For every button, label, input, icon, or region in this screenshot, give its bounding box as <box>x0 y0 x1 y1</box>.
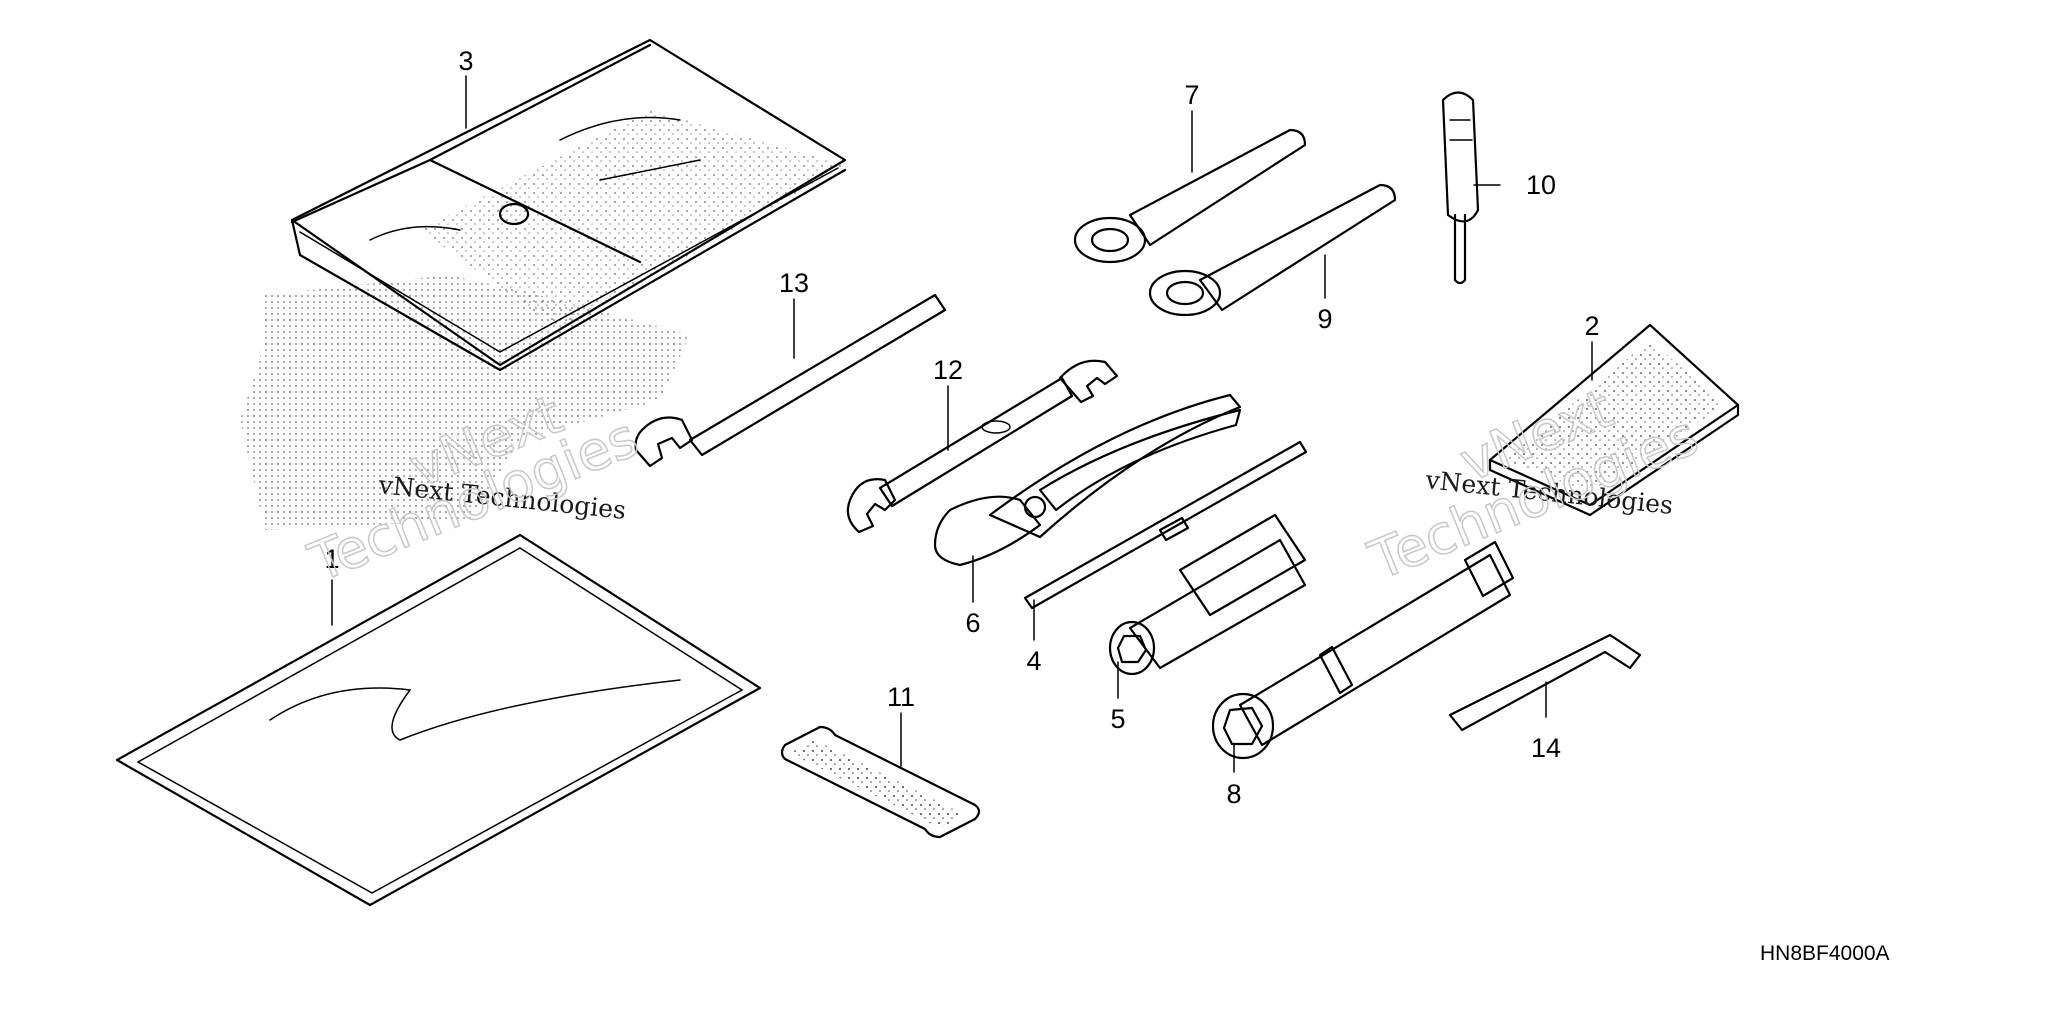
callout-1: 1 <box>324 544 339 574</box>
callout-12: 12 <box>933 355 963 385</box>
callout-13: 13 <box>779 268 809 298</box>
screwdriver-grip-icon <box>1441 91 1480 285</box>
spark-plug-wrench-icon <box>1211 540 1515 760</box>
socket-icon <box>1108 513 1307 676</box>
cloth-pad-icon <box>1488 323 1740 517</box>
callout-2: 2 <box>1584 311 1599 341</box>
pliers-icon <box>933 393 1242 567</box>
diagram-code: HN8BF4000A <box>1760 942 1890 965</box>
callout-10: 10 <box>1526 170 1556 200</box>
callout-4: 4 <box>1026 646 1041 676</box>
open-end-wrench-icon <box>634 293 947 468</box>
callout-3: 3 <box>458 46 473 76</box>
callout-14: 14 <box>1531 733 1561 763</box>
leader-lines <box>331 75 1593 773</box>
manual-bag-icon <box>115 533 762 907</box>
callout-8: 8 <box>1226 779 1241 809</box>
screwdriver-icon <box>1023 440 1308 610</box>
hex-key-icon <box>1448 633 1642 732</box>
tool-pouch-icon <box>290 38 847 372</box>
callout-9: 9 <box>1317 304 1332 334</box>
callout-7: 7 <box>1184 80 1199 110</box>
strap-icon <box>780 725 981 839</box>
box-wrench-icon <box>1073 128 1307 264</box>
callout-11: 11 <box>887 682 915 712</box>
open-end-wrench-icon <box>846 359 1119 534</box>
callouts: 1 2 3 4 5 6 7 8 9 10 11 12 13 14 <box>324 46 1599 809</box>
callout-6: 6 <box>965 608 980 638</box>
callout-5: 5 <box>1110 704 1125 734</box>
shadow-area <box>240 275 690 530</box>
box-wrench-icon <box>1148 183 1397 317</box>
